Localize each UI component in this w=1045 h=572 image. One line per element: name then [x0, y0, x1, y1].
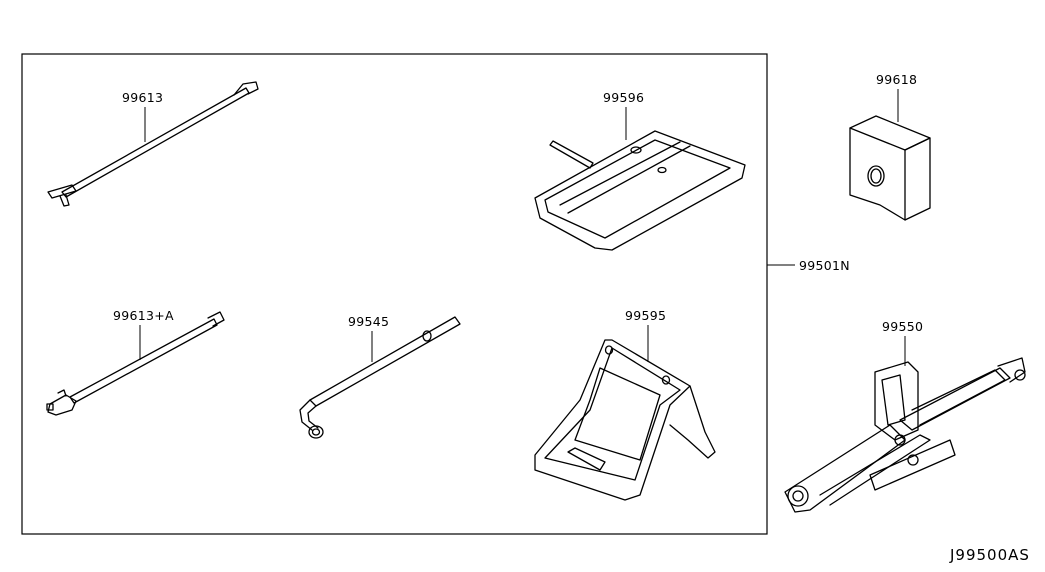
part-label-jack: 99550 — [882, 319, 923, 334]
assembly-frame — [21, 53, 768, 535]
diagram-code: J99500AS — [949, 546, 1030, 564]
assembly-callout: 99501N — [799, 258, 850, 273]
block-icon — [849, 115, 931, 221]
part-label-chock: 99595 — [625, 308, 666, 323]
part-label-tray: 99596 — [603, 90, 644, 105]
part-tray-99596: 99596 — [534, 90, 746, 251]
jack-icon — [784, 357, 1026, 513]
part-block-99618: 99618 — [849, 72, 931, 221]
rod-icon — [47, 81, 259, 207]
part-label-wrench: 99545 — [348, 314, 389, 329]
part-label-block: 99618 — [876, 72, 917, 87]
part-wrench-99545: 99545 — [299, 314, 461, 439]
part-rod-a-99613a: 99613+A — [46, 308, 225, 416]
tray-icon — [534, 130, 746, 251]
chock-icon — [534, 339, 716, 501]
part-rod-99613: 99613 — [47, 81, 259, 207]
wrench-icon — [299, 316, 461, 439]
part-label-rod: 99613 — [122, 90, 163, 105]
part-label-rod-a: 99613+A — [113, 308, 174, 323]
part-jack-99550: 99550 — [784, 319, 1026, 513]
part-chock-99595: 99595 — [534, 308, 716, 501]
rod-a-icon — [46, 311, 225, 416]
